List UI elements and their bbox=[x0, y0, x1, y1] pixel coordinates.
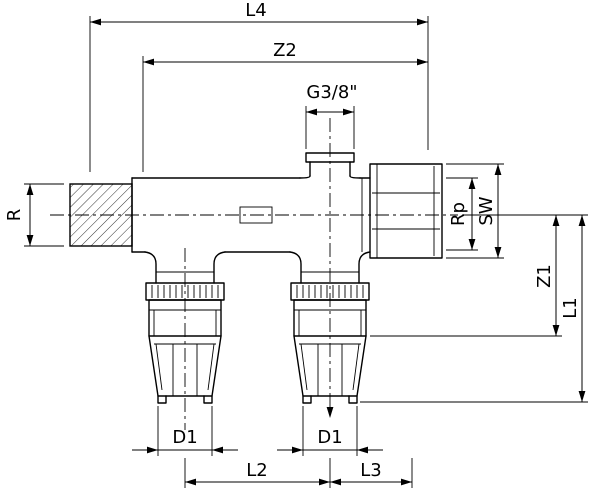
top-port-lip bbox=[305, 152, 355, 163]
dimension-label-z1: Z1 bbox=[534, 264, 555, 288]
dimension-label-l4: L4 bbox=[245, 0, 266, 21]
centerline-down-arrow bbox=[326, 407, 334, 418]
dimension-l2: L2 bbox=[184, 458, 331, 488]
fitting-body bbox=[69, 152, 443, 404]
dimension-z1: Z1 bbox=[370, 214, 588, 337]
dimension-label-d1-left: D1 bbox=[172, 427, 197, 448]
dimension-label-r: R bbox=[4, 209, 25, 222]
centerlines bbox=[50, 118, 458, 430]
dimension-l3: L3 bbox=[330, 458, 413, 488]
union-nut bbox=[369, 163, 443, 259]
dimension-l4: L4 bbox=[89, 0, 429, 172]
dimension-label-rp: Rp bbox=[448, 202, 469, 226]
dimension-d1-left: D1 bbox=[132, 406, 238, 456]
dimension-l1: L1 bbox=[360, 215, 588, 403]
top-port bbox=[299, 152, 361, 179]
dimension-g38: G3/8" bbox=[305, 82, 358, 149]
dimension-r: R bbox=[4, 183, 64, 247]
dimension-rp: Rp bbox=[446, 177, 478, 251]
dimension-label-sw: SW bbox=[476, 196, 497, 225]
dimension-label-g38: G3/8" bbox=[306, 82, 357, 103]
dimension-d1-right: D1 bbox=[277, 406, 383, 456]
dimension-label-d1-right: D1 bbox=[317, 427, 342, 448]
dimension-label-z2: Z2 bbox=[273, 40, 297, 61]
dimension-sw: SW bbox=[446, 163, 504, 259]
dimension-label-l1: L1 bbox=[560, 297, 581, 318]
dimension-label-l2: L2 bbox=[246, 460, 267, 481]
male-thread bbox=[69, 183, 133, 247]
marking-plate bbox=[239, 206, 273, 224]
dimension-label-l3: L3 bbox=[360, 460, 381, 481]
dimension-z2: Z2 bbox=[142, 40, 428, 172]
